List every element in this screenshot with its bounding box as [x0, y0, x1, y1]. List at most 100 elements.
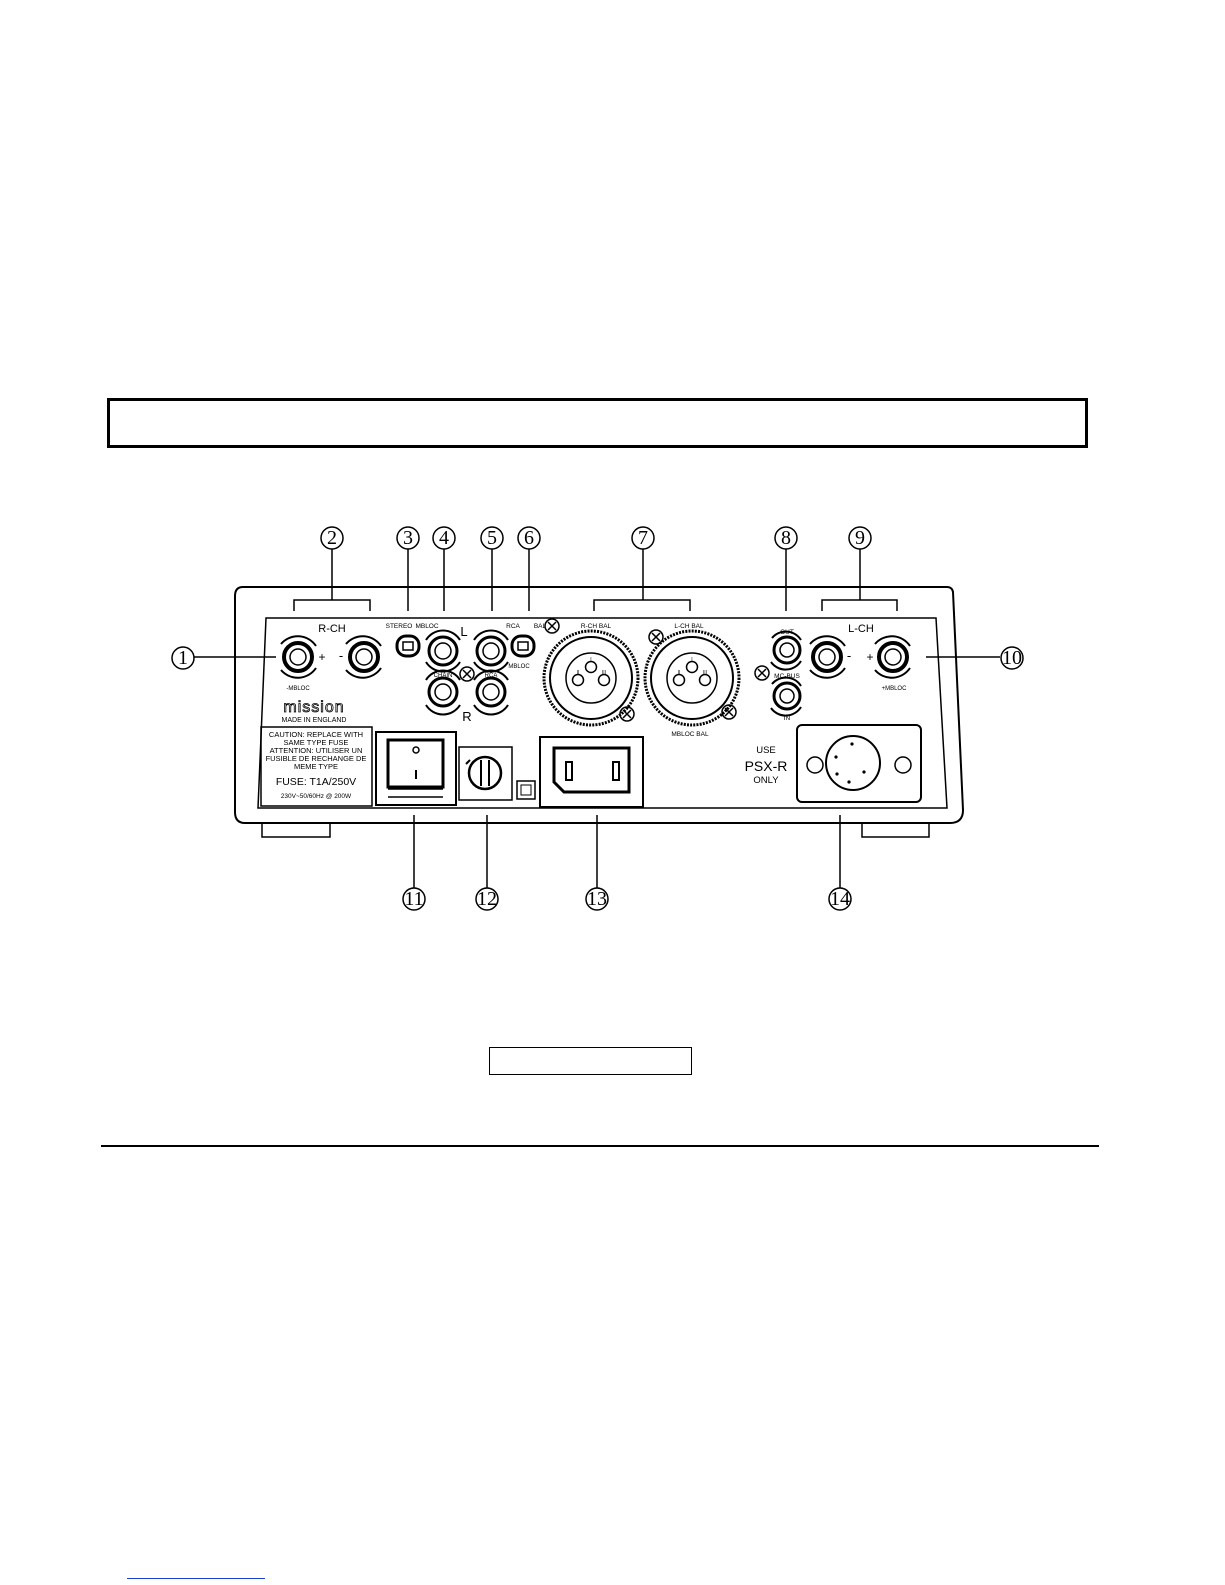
caution-line-3: ATTENTION: UTILISER UN	[270, 746, 363, 755]
section-title-box	[107, 398, 1088, 448]
made-in-england-label: MADE IN ENGLAND	[282, 717, 347, 724]
use-label: USE	[756, 745, 776, 756]
callout-1: 1	[171, 646, 195, 670]
caution-line-4: FUSIBLE DE RECHANGE DE	[266, 754, 367, 763]
xlr-lch-bal-socket	[643, 629, 741, 727]
mc-bus-out-socket	[770, 630, 802, 671]
callout-13: 13	[585, 887, 609, 911]
callout-8: 8	[774, 526, 798, 550]
xlr-l-pin-2: II	[678, 670, 681, 676]
figure-caption-box	[489, 1047, 692, 1075]
callout-number: 7	[638, 527, 648, 549]
power-switch	[375, 731, 457, 806]
lch-speaker-terminals	[809, 635, 911, 679]
callout-4: 4	[432, 526, 456, 550]
power-rating-label: 230V~50/60Hz @ 200W	[281, 793, 352, 800]
chassis-outline	[234, 586, 965, 824]
rch-label: R-CH	[318, 623, 346, 635]
callout-number: 13	[587, 888, 607, 910]
xlr-r-pin-1: I	[590, 657, 591, 663]
lch-plus-label: +	[866, 650, 873, 664]
out-label: OUT	[780, 629, 794, 636]
mc-bus-in-socket	[770, 676, 802, 717]
lch-bal-label: L-CH BAL	[674, 623, 704, 630]
lch-label: L-CH	[848, 623, 874, 635]
screw-mcbus	[754, 665, 770, 681]
chain-r-socket	[425, 669, 461, 716]
rca-r-socket	[473, 669, 509, 716]
callout-number: 9	[855, 527, 865, 549]
callout-11: 11	[402, 887, 426, 911]
mbloc-minus-label: -MBLOC	[286, 686, 310, 692]
callout-2: 2	[320, 526, 344, 550]
caution-line-5: MEME TYPE	[294, 762, 338, 771]
callout-3: 3	[396, 526, 420, 550]
r-label: R	[462, 709, 471, 724]
callout-9: 9	[848, 526, 872, 550]
screw-xlr-4	[721, 704, 737, 720]
iec-power-inlet	[539, 736, 644, 808]
callout-number: 14	[830, 888, 850, 910]
rca-top-label: RCA	[506, 623, 520, 630]
caution-label-box	[260, 726, 373, 807]
mbloc-label: MBLOC	[415, 623, 438, 630]
psx-r-connector	[796, 724, 922, 803]
fuse-holder	[458, 746, 536, 801]
callout-number: 12	[477, 888, 497, 910]
screw-xlr-3	[648, 629, 664, 645]
callout-5: 5	[480, 526, 504, 550]
bracket-7	[593, 548, 691, 611]
mbloc-small-label: MBLOC	[508, 664, 530, 670]
only-label: ONLY	[753, 775, 779, 786]
callout-number: 10	[1002, 647, 1022, 669]
in-label: IN	[784, 715, 791, 722]
callout-6: 6	[517, 526, 541, 550]
l-label: L	[460, 624, 467, 639]
rca-bal-switch	[510, 634, 536, 658]
psx-r-pins	[834, 742, 866, 784]
fuse-rating-label: FUSE: T1A/250V	[276, 776, 356, 788]
xlr-l-pin-1: I	[691, 657, 692, 663]
rca-l-socket	[473, 629, 509, 673]
mbloc-bal-label: MBLOC BAL	[671, 731, 709, 738]
xlr-r-pin-3: III	[602, 670, 606, 676]
bal-label: BAL	[534, 623, 547, 630]
stereo-label: STEREO	[386, 623, 413, 630]
screw-rca	[459, 666, 475, 682]
rch-plus-label: +	[318, 650, 325, 664]
callout-14: 14	[828, 887, 852, 911]
bracket-2	[293, 548, 371, 611]
psx-r-label: PSX-R	[745, 758, 788, 774]
chain-label: CHAIN	[434, 673, 453, 679]
callout-number: 4	[439, 527, 449, 549]
rch-speaker-terminals	[280, 635, 382, 679]
callout-number: 5	[487, 527, 497, 549]
mission-logo: mission	[283, 699, 344, 716]
caution-line-2: SAME TYPE FUSE	[284, 738, 349, 747]
mbloc-l-socket	[425, 629, 461, 673]
footer-link-underline[interactable]	[127, 1578, 265, 1579]
rca-label: RCA	[485, 673, 498, 679]
foot-left	[261, 822, 331, 838]
callout-number: 6	[524, 527, 534, 549]
xlr-l-pin-3: III	[703, 670, 707, 676]
callout-number: 2	[327, 527, 337, 549]
rch-minus-label: -	[339, 648, 343, 663]
stereo-switch	[395, 634, 421, 658]
screw-xlr-1	[544, 618, 560, 634]
xlr-rch-bal-socket	[542, 629, 640, 727]
foot-right	[861, 822, 930, 838]
bracket-9	[821, 548, 898, 611]
callout-12: 12	[475, 887, 499, 911]
callout-number: 3	[403, 527, 413, 549]
mc-bus-label: MC-BUS	[774, 673, 800, 680]
rch-bal-label: R-CH BAL	[581, 623, 612, 630]
mbloc-plus-label: +MBLOC	[882, 686, 908, 692]
callout-number: 8	[781, 527, 791, 549]
panel-inner-outline	[257, 617, 948, 809]
callout-10: 10	[1000, 646, 1024, 670]
horizontal-rule	[101, 1145, 1099, 1147]
xlr-r-pin-2: II	[577, 670, 580, 676]
lch-minus-label: -	[847, 648, 851, 663]
